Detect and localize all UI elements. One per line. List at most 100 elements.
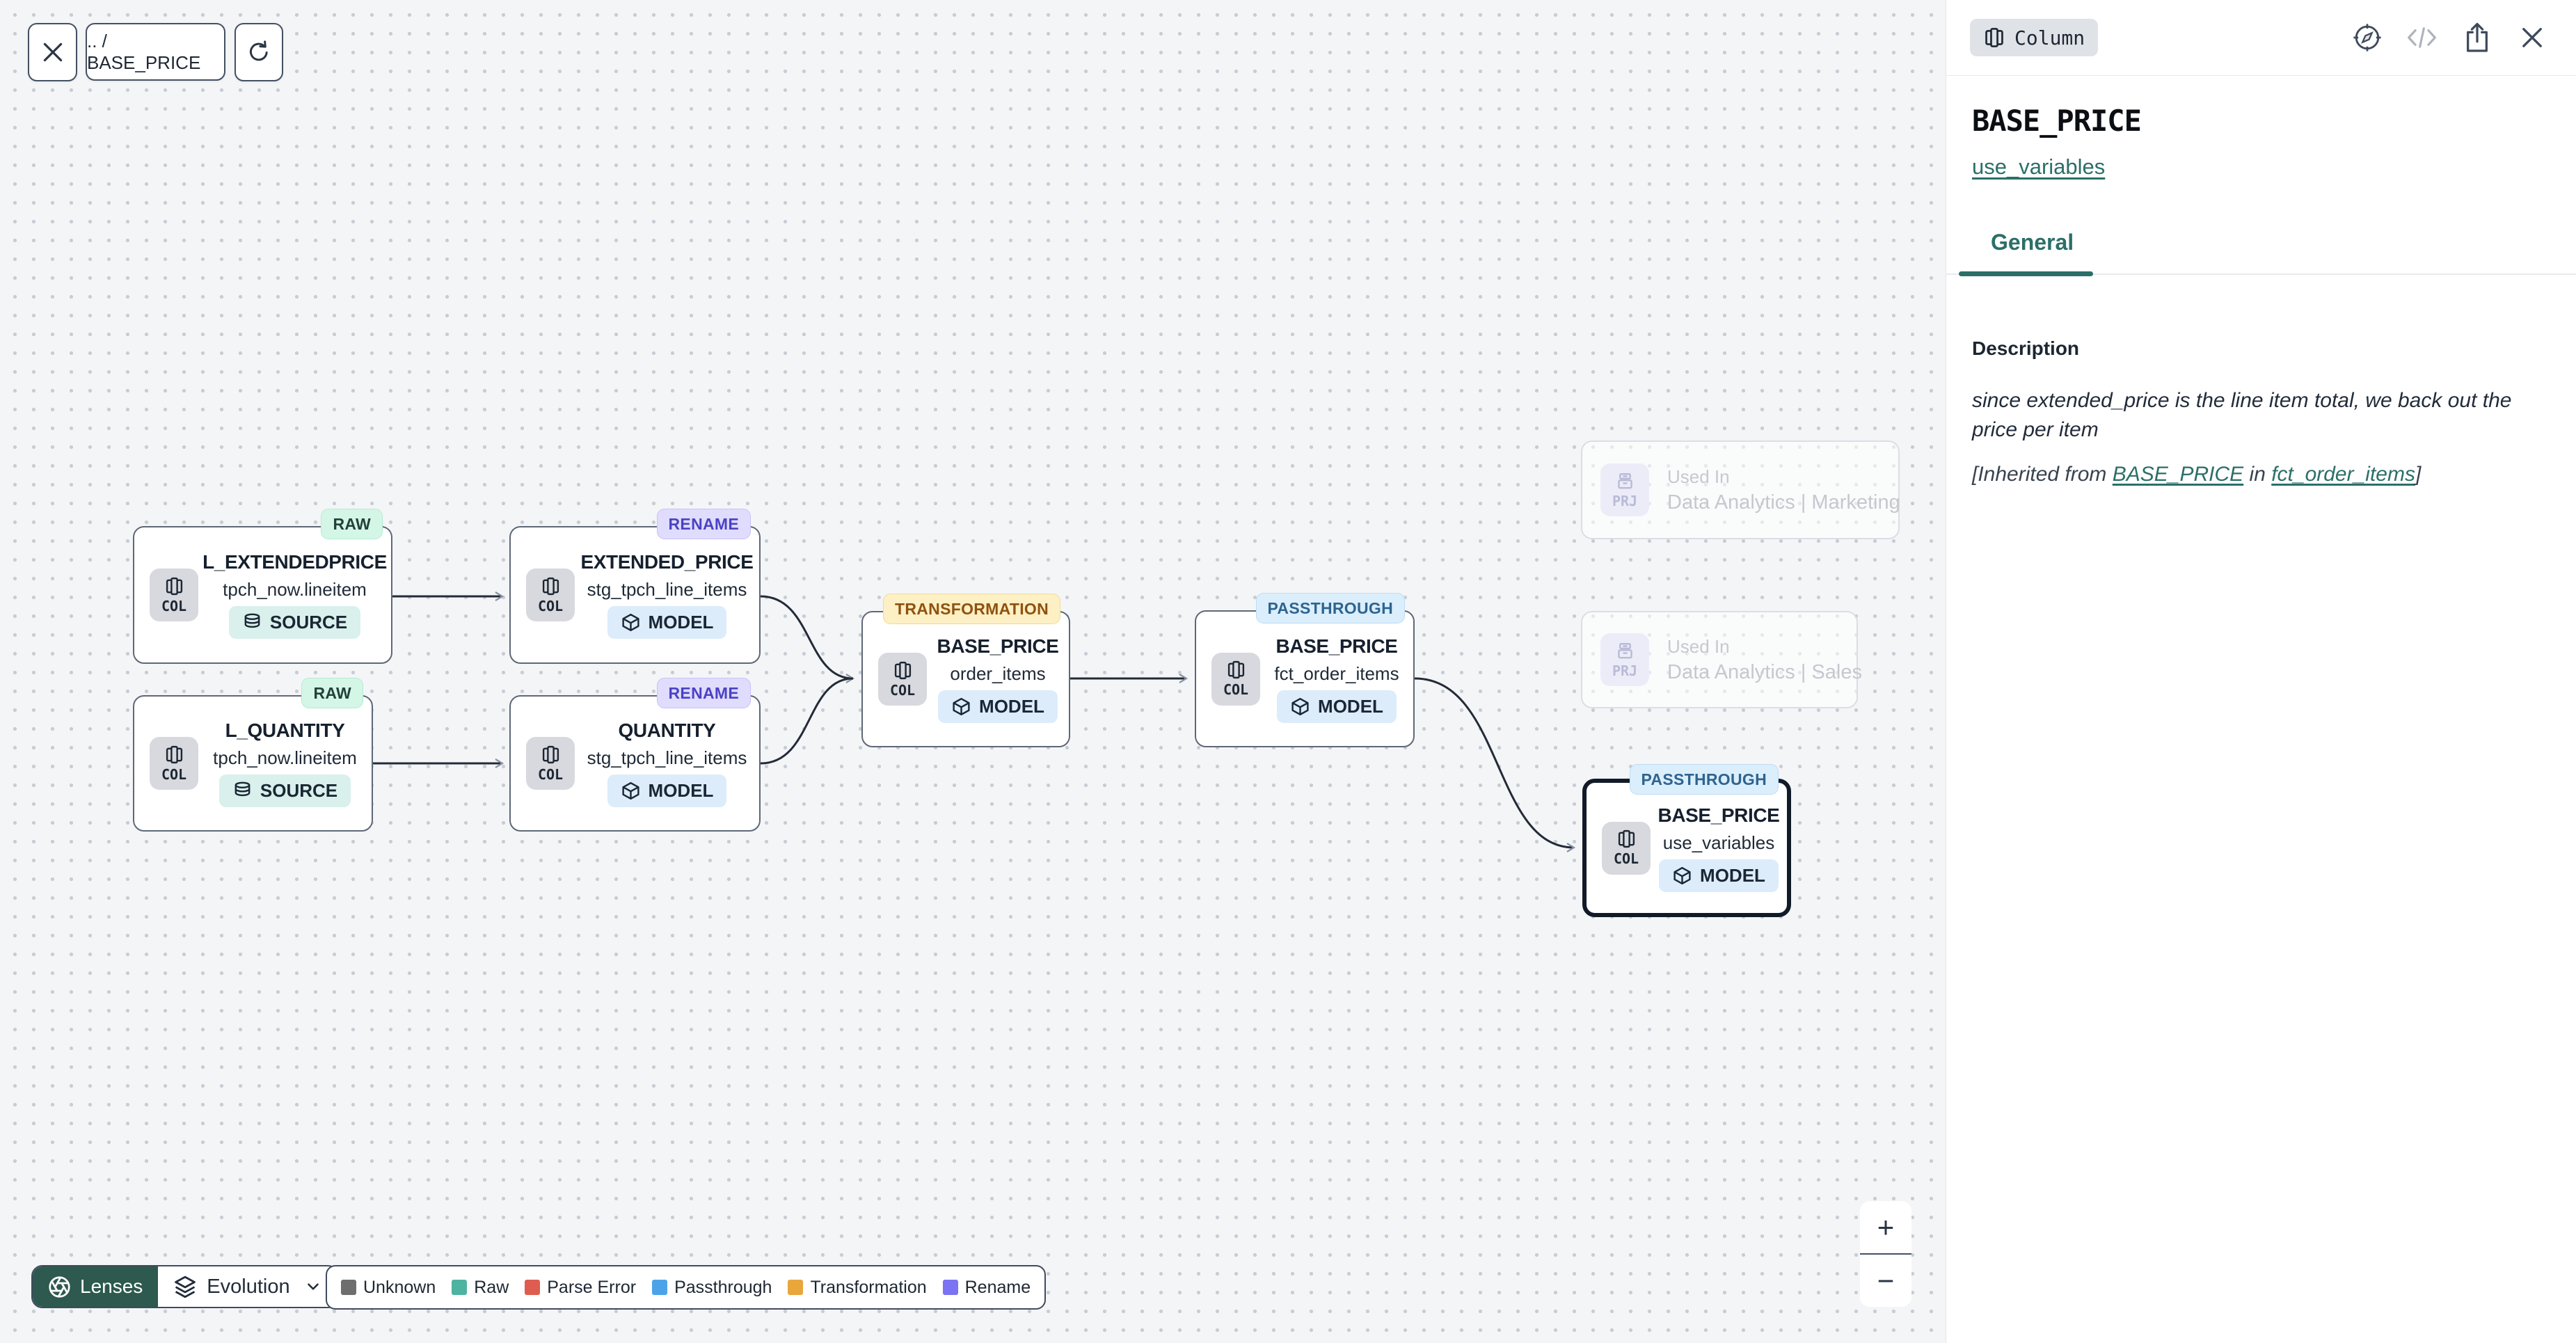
- general-section: Description since extended_price is the …: [1946, 275, 2576, 486]
- inherited-suffix: ]: [2415, 463, 2422, 486]
- model-badge: MODEL: [607, 606, 727, 639]
- project-chip: PRJ: [1600, 463, 1649, 516]
- model-name: order_items: [950, 663, 1046, 684]
- panel-header: Column: [1946, 0, 2576, 76]
- legend-item: Parse Error: [525, 1278, 636, 1298]
- description-text: since extended_price is the line item to…: [1972, 389, 2512, 441]
- legend-label: Rename: [964, 1277, 1031, 1297]
- close-icon: [40, 39, 66, 65]
- lineage-legend: Unknown Raw Parse Error Passthrough Tran…: [326, 1265, 1047, 1310]
- columns-icon: [1616, 829, 1637, 849]
- legend-item: Transformation: [788, 1277, 927, 1298]
- zoom-out-button[interactable]: −: [1860, 1253, 1911, 1307]
- legend-item: Passthrough: [652, 1278, 772, 1298]
- lineage-kind-badge: PASSTHROUGH: [1255, 593, 1405, 623]
- model-name: stg_tpch_line_items: [587, 747, 747, 768]
- column-chip: COL: [1211, 652, 1260, 706]
- kind-label: MODEL: [648, 780, 714, 801]
- lenses-button[interactable]: Lenses: [33, 1266, 159, 1307]
- refresh-button[interactable]: [234, 23, 283, 81]
- column-chip: COL: [526, 737, 575, 790]
- database-icon: [242, 612, 262, 633]
- legend-swatch-raw: [452, 1280, 468, 1295]
- legend-swatch-passthrough: [652, 1280, 668, 1295]
- node-extended-price[interactable]: RENAME COL EXTENDED_PRICE stg_tpch_line_…: [509, 509, 761, 664]
- model-name: stg_tpch_line_items: [587, 579, 747, 600]
- inherited-column-link[interactable]: BASE_PRICE: [2112, 463, 2244, 486]
- chip-label: PRJ: [1612, 662, 1638, 679]
- close-panel-button[interactable]: [2515, 22, 2548, 54]
- inherited-middle: in: [2243, 463, 2272, 486]
- kind-label: MODEL: [648, 612, 714, 633]
- edge-fctorderitems-usevariables: [1414, 677, 1576, 852]
- compass-button[interactable]: [2351, 22, 2383, 54]
- column-name: L_EXTENDEDPRICE: [202, 551, 387, 573]
- code-icon: [2406, 24, 2438, 51]
- project-name: Data Analytics | Marketing: [1667, 491, 1900, 514]
- chip-label: COL: [1613, 850, 1639, 867]
- code-button: [2406, 22, 2438, 54]
- archive-icon: [1615, 471, 1635, 491]
- archive-icon: [1615, 641, 1635, 661]
- close-graph-button[interactable]: [28, 23, 77, 81]
- model-link[interactable]: use_variables: [1972, 154, 2106, 179]
- description-label: Description: [1972, 337, 2080, 359]
- column-chip: COL: [150, 569, 198, 621]
- cube-icon: [621, 781, 641, 801]
- edge-quantity-baseprice: [760, 677, 854, 765]
- cube-icon: [1290, 697, 1310, 717]
- entity-type-label: Column: [2014, 26, 2085, 49]
- panel-body: BASE_PRICE use_variables: [1946, 76, 2576, 180]
- legend-label: Passthrough: [674, 1277, 772, 1297]
- lineage-kind-badge: RENAME: [656, 509, 751, 539]
- inherited-note: [Inherited from BASE_PRICE in fct_order_…: [1972, 463, 2548, 486]
- project-chip: PRJ: [1600, 633, 1649, 686]
- compass-icon: [2352, 22, 2383, 53]
- model-badge: MODEL: [607, 774, 727, 807]
- columns-icon: [893, 660, 913, 681]
- close-icon: [2518, 24, 2546, 51]
- source-badge: SOURCE: [218, 774, 351, 807]
- legend-label: Transformation: [810, 1277, 927, 1297]
- kind-label: MODEL: [1318, 695, 1383, 717]
- database-icon: [232, 781, 253, 801]
- share-button[interactable]: [2460, 22, 2493, 54]
- chip-label: PRJ: [1612, 492, 1638, 509]
- lenses-control: Lenses Evolution: [31, 1265, 339, 1308]
- project-name: Data Analytics | Sales: [1667, 660, 1862, 683]
- legend-swatch-transformation: [788, 1280, 804, 1295]
- kind-label: MODEL: [1700, 864, 1765, 886]
- panel-tabs: General: [1946, 230, 2576, 276]
- zoom-in-button[interactable]: +: [1877, 1210, 1895, 1243]
- inherited-model-link[interactable]: fct_order_items: [2271, 463, 2415, 486]
- node-base-price-fct-order-items[interactable]: PASSTHROUGH COL BASE_PRICE fct_order_ite…: [1195, 593, 1415, 747]
- used-in-label: Used In: [1667, 466, 1730, 487]
- source-badge: SOURCE: [228, 606, 361, 639]
- node-base-price-order-items[interactable]: TRANSFORMATION COL BASE_PRICE order_item…: [861, 594, 1070, 747]
- breadcrumb[interactable]: .. / BASE_PRICE: [86, 23, 225, 81]
- tab-general[interactable]: General: [1958, 230, 2094, 276]
- layers-icon: [173, 1275, 197, 1298]
- node-quantity[interactable]: RENAME COL QUANTITY stg_tpch_line_items …: [509, 678, 761, 832]
- column-name: BASE_PRICE: [1657, 804, 1780, 826]
- chip-label: COL: [889, 681, 916, 699]
- model-badge: MODEL: [1659, 859, 1779, 892]
- columns-icon: [1983, 26, 2005, 49]
- used-in-node-marketing: PRJ Used In Data Analytics | Marketing: [1581, 440, 1900, 539]
- breadcrumb-label: .. / BASE_PRICE: [87, 30, 201, 73]
- columns-icon: [541, 576, 561, 596]
- lineage-kind-badge: RAW: [301, 678, 363, 708]
- lens-mode-dropdown[interactable]: Evolution: [158, 1266, 337, 1307]
- node-base-price-use-variables-selected[interactable]: PASSTHROUGH COL BASE_PRICE use_variables…: [1582, 764, 1791, 917]
- node-l-extendedprice[interactable]: RAW COL L_EXTENDEDPRICE tpch_now.lineite…: [133, 509, 392, 664]
- column-title: BASE_PRICE: [1972, 104, 2142, 138]
- lineage-kind-badge: RENAME: [656, 678, 751, 708]
- columns-icon: [164, 745, 184, 765]
- aperture-icon: [48, 1276, 71, 1298]
- column-name: BASE_PRICE: [937, 635, 1059, 657]
- zoom-control: + −: [1860, 1201, 1911, 1307]
- legend-item: Unknown: [341, 1278, 436, 1298]
- chip-label: COL: [1223, 681, 1249, 698]
- node-l-quantity[interactable]: RAW COL L_QUANTITY tpch_now.lineitem SOU…: [133, 678, 373, 832]
